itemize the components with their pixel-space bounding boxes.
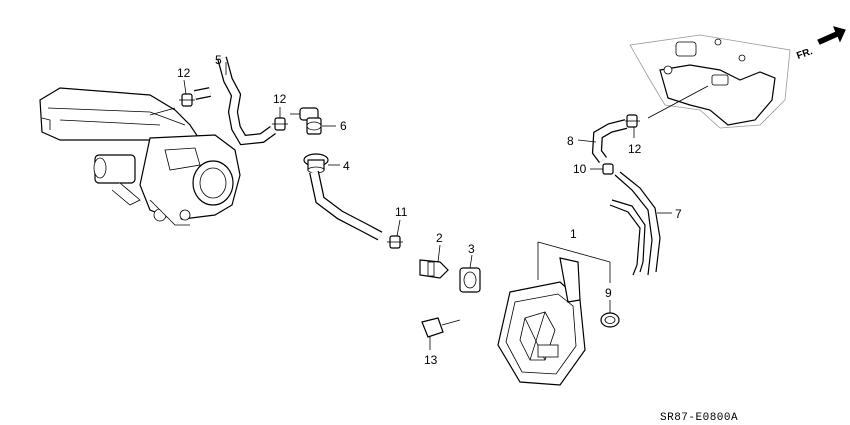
- callout-8: 8: [567, 134, 574, 148]
- callout-12-right: 12: [628, 142, 642, 156]
- callout-5: 5: [215, 53, 222, 67]
- callout-13: 13: [424, 353, 438, 367]
- clamp-12-right: [624, 114, 640, 138]
- hose-7: [609, 171, 672, 276]
- hose-8: [577, 119, 628, 163]
- front-direction-label: FR.: [795, 46, 814, 62]
- callout-6: 6: [340, 119, 347, 133]
- fitting-2: [419, 244, 449, 279]
- callout-3: 3: [468, 242, 475, 256]
- nut-3: [459, 254, 481, 293]
- callout-1: 1: [570, 227, 577, 241]
- callout-7: 7: [675, 207, 682, 221]
- callout-2: 2: [436, 231, 443, 245]
- oil-separator-1: [497, 241, 611, 386]
- bolt-13: [421, 317, 461, 350]
- valve-cover-assembly: [629, 34, 791, 129]
- intake-throttle-body-assembly: [39, 87, 241, 226]
- callout-12-left: 12: [177, 66, 191, 80]
- callout-11: 11: [395, 205, 408, 219]
- clamp-11: [387, 219, 403, 249]
- hose-5: [217, 56, 276, 146]
- callout-10: 10: [573, 162, 587, 176]
- breather-hose: [309, 170, 383, 241]
- clamp-12-left: [179, 79, 195, 107]
- o-ring-9: [600, 300, 620, 328]
- clamp-10: [590, 163, 614, 175]
- grommet-4: [303, 153, 340, 174]
- diagram-code: SR87-E0800A: [660, 412, 738, 424]
- clamp-12-center: [272, 107, 288, 131]
- callout-9: 9: [605, 286, 612, 300]
- pcv-valve-6: [290, 107, 336, 135]
- front-direction-arrow: [817, 26, 846, 45]
- callout-12-center: 12: [273, 92, 287, 106]
- callout-4: 4: [343, 159, 350, 173]
